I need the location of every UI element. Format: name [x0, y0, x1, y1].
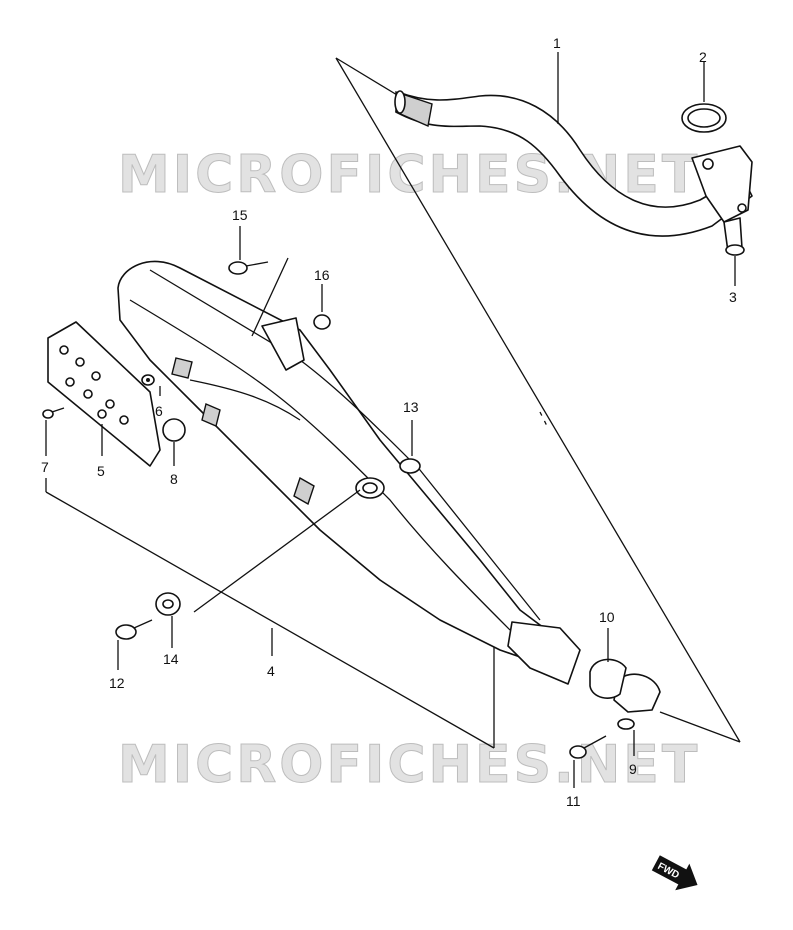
callout-2: 2 [699, 49, 707, 65]
fwd-arrow-badge: FWD [651, 855, 698, 891]
callout-8: 8 [170, 471, 178, 487]
callout-labels: 1 2 3 4 5 6 7 8 9 10 11 12 13 14 15 16 [41, 35, 737, 809]
callout-13: 13 [403, 399, 419, 415]
cushion-8[interactable] [162, 418, 186, 442]
washer-6[interactable] [141, 374, 155, 386]
callout-16: 16 [314, 267, 330, 283]
callout-6: 6 [155, 403, 163, 419]
callout-15: 15 [232, 207, 248, 223]
callout-3: 3 [729, 289, 737, 305]
callout-4: 4 [267, 663, 275, 679]
heat-shield[interactable] [47, 321, 161, 467]
callout-9: 9 [629, 761, 637, 777]
leader-lines [45, 52, 736, 788]
callout-10: 10 [599, 609, 615, 625]
clamp-9[interactable] [613, 673, 661, 730]
callout-7: 7 [41, 459, 49, 475]
bolt-12[interactable] [115, 619, 153, 640]
bolt-11[interactable] [569, 735, 607, 759]
screw-7[interactable] [42, 407, 65, 419]
exhaust-pipe[interactable] [394, 90, 753, 237]
nut-13[interactable] [399, 458, 421, 474]
callout-14: 14 [163, 651, 179, 667]
bolt-15[interactable] [228, 261, 269, 275]
exhaust-gasket[interactable] [681, 103, 727, 133]
muffler-gasket-10[interactable] [589, 658, 627, 699]
callout-12: 12 [109, 675, 125, 691]
watermark-top: MICROFICHES.NET [118, 145, 700, 205]
cushion-14[interactable] [155, 592, 181, 616]
watermark-bottom: MICROFICHES.NET [118, 735, 700, 795]
callout-5: 5 [97, 463, 105, 479]
nut-16[interactable] [313, 314, 331, 330]
muffler[interactable] [117, 260, 581, 685]
flange-bolt[interactable] [723, 217, 745, 256]
assembly-outline-muffler [45, 478, 495, 749]
callout-1: 1 [553, 35, 561, 51]
callout-11: 11 [566, 793, 581, 809]
